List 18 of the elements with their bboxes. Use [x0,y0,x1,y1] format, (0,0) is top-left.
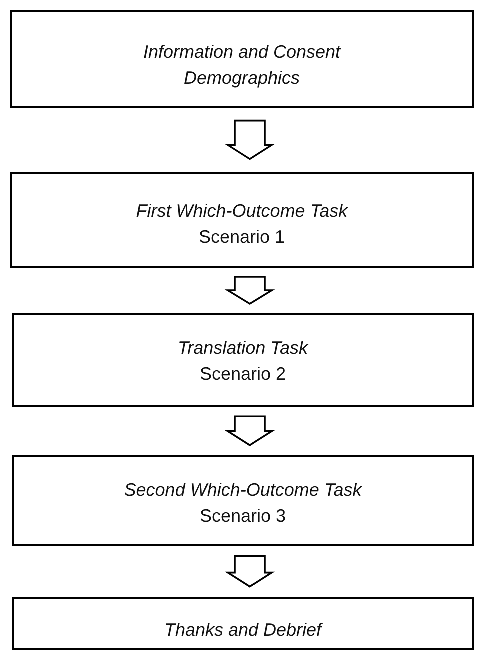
step-title: Translation Task [178,337,308,360]
block-arrow [224,120,276,160]
process-box [12,455,474,546]
step-detail: Demographics [184,67,300,90]
block-arrow [224,276,276,306]
process-box [10,172,474,268]
step-title: First Which-Outcome Task [136,200,348,223]
block-arrow [224,555,276,588]
step-title: Information and Consent [143,41,341,64]
block-arrow [224,416,276,446]
process-box [10,10,474,108]
step-detail: Scenario 2 [200,363,286,386]
process-box [12,597,474,650]
step-title: Thanks and Debrief [164,619,322,642]
step-detail: Scenario 1 [198,226,286,249]
step-title: Second Which-Outcome Task [124,479,362,502]
process-box [12,313,474,407]
step-detail: Scenario 3 [200,505,286,528]
